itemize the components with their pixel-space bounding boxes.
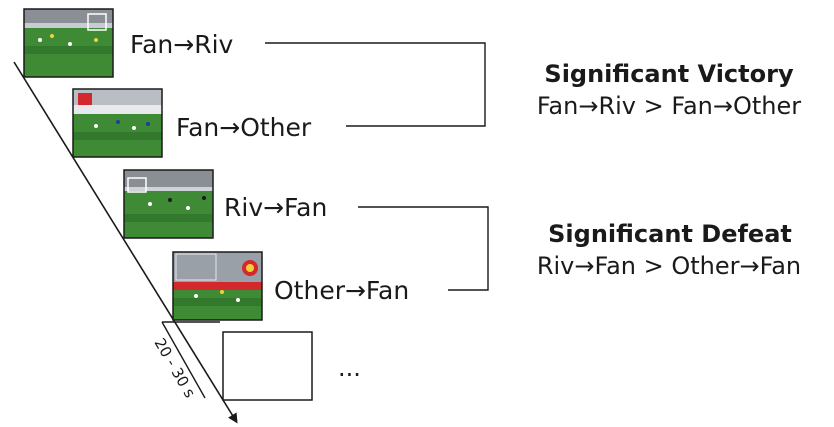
video-frame-fan-riv [23, 8, 114, 78]
frame-label-other-fan: Other→Fan [274, 276, 409, 305]
ellipsis: ... [338, 354, 361, 382]
victory-bracket [265, 42, 486, 127]
duration-bracket [161, 321, 220, 399]
video-frame-riv-fan [123, 169, 214, 239]
defeat-comparison: Riv→Fan > Other→Fan [537, 252, 801, 280]
defeat-title: Significant Defeat [548, 220, 792, 248]
video-frame-fan-other [72, 88, 163, 158]
victory-title: Significant Victory [544, 60, 794, 88]
victory-comparison: Fan→Riv > Fan→Other [537, 92, 801, 120]
defeat-bracket [358, 206, 489, 291]
blank-frame [222, 331, 313, 401]
frame-label-riv-fan: Riv→Fan [224, 193, 327, 222]
timeline-arrow [13, 61, 238, 424]
frame-label-fan-riv: Fan→Riv [130, 30, 234, 59]
frame-label-fan-other: Fan→Other [176, 113, 312, 142]
video-frame-other-fan [172, 251, 263, 321]
